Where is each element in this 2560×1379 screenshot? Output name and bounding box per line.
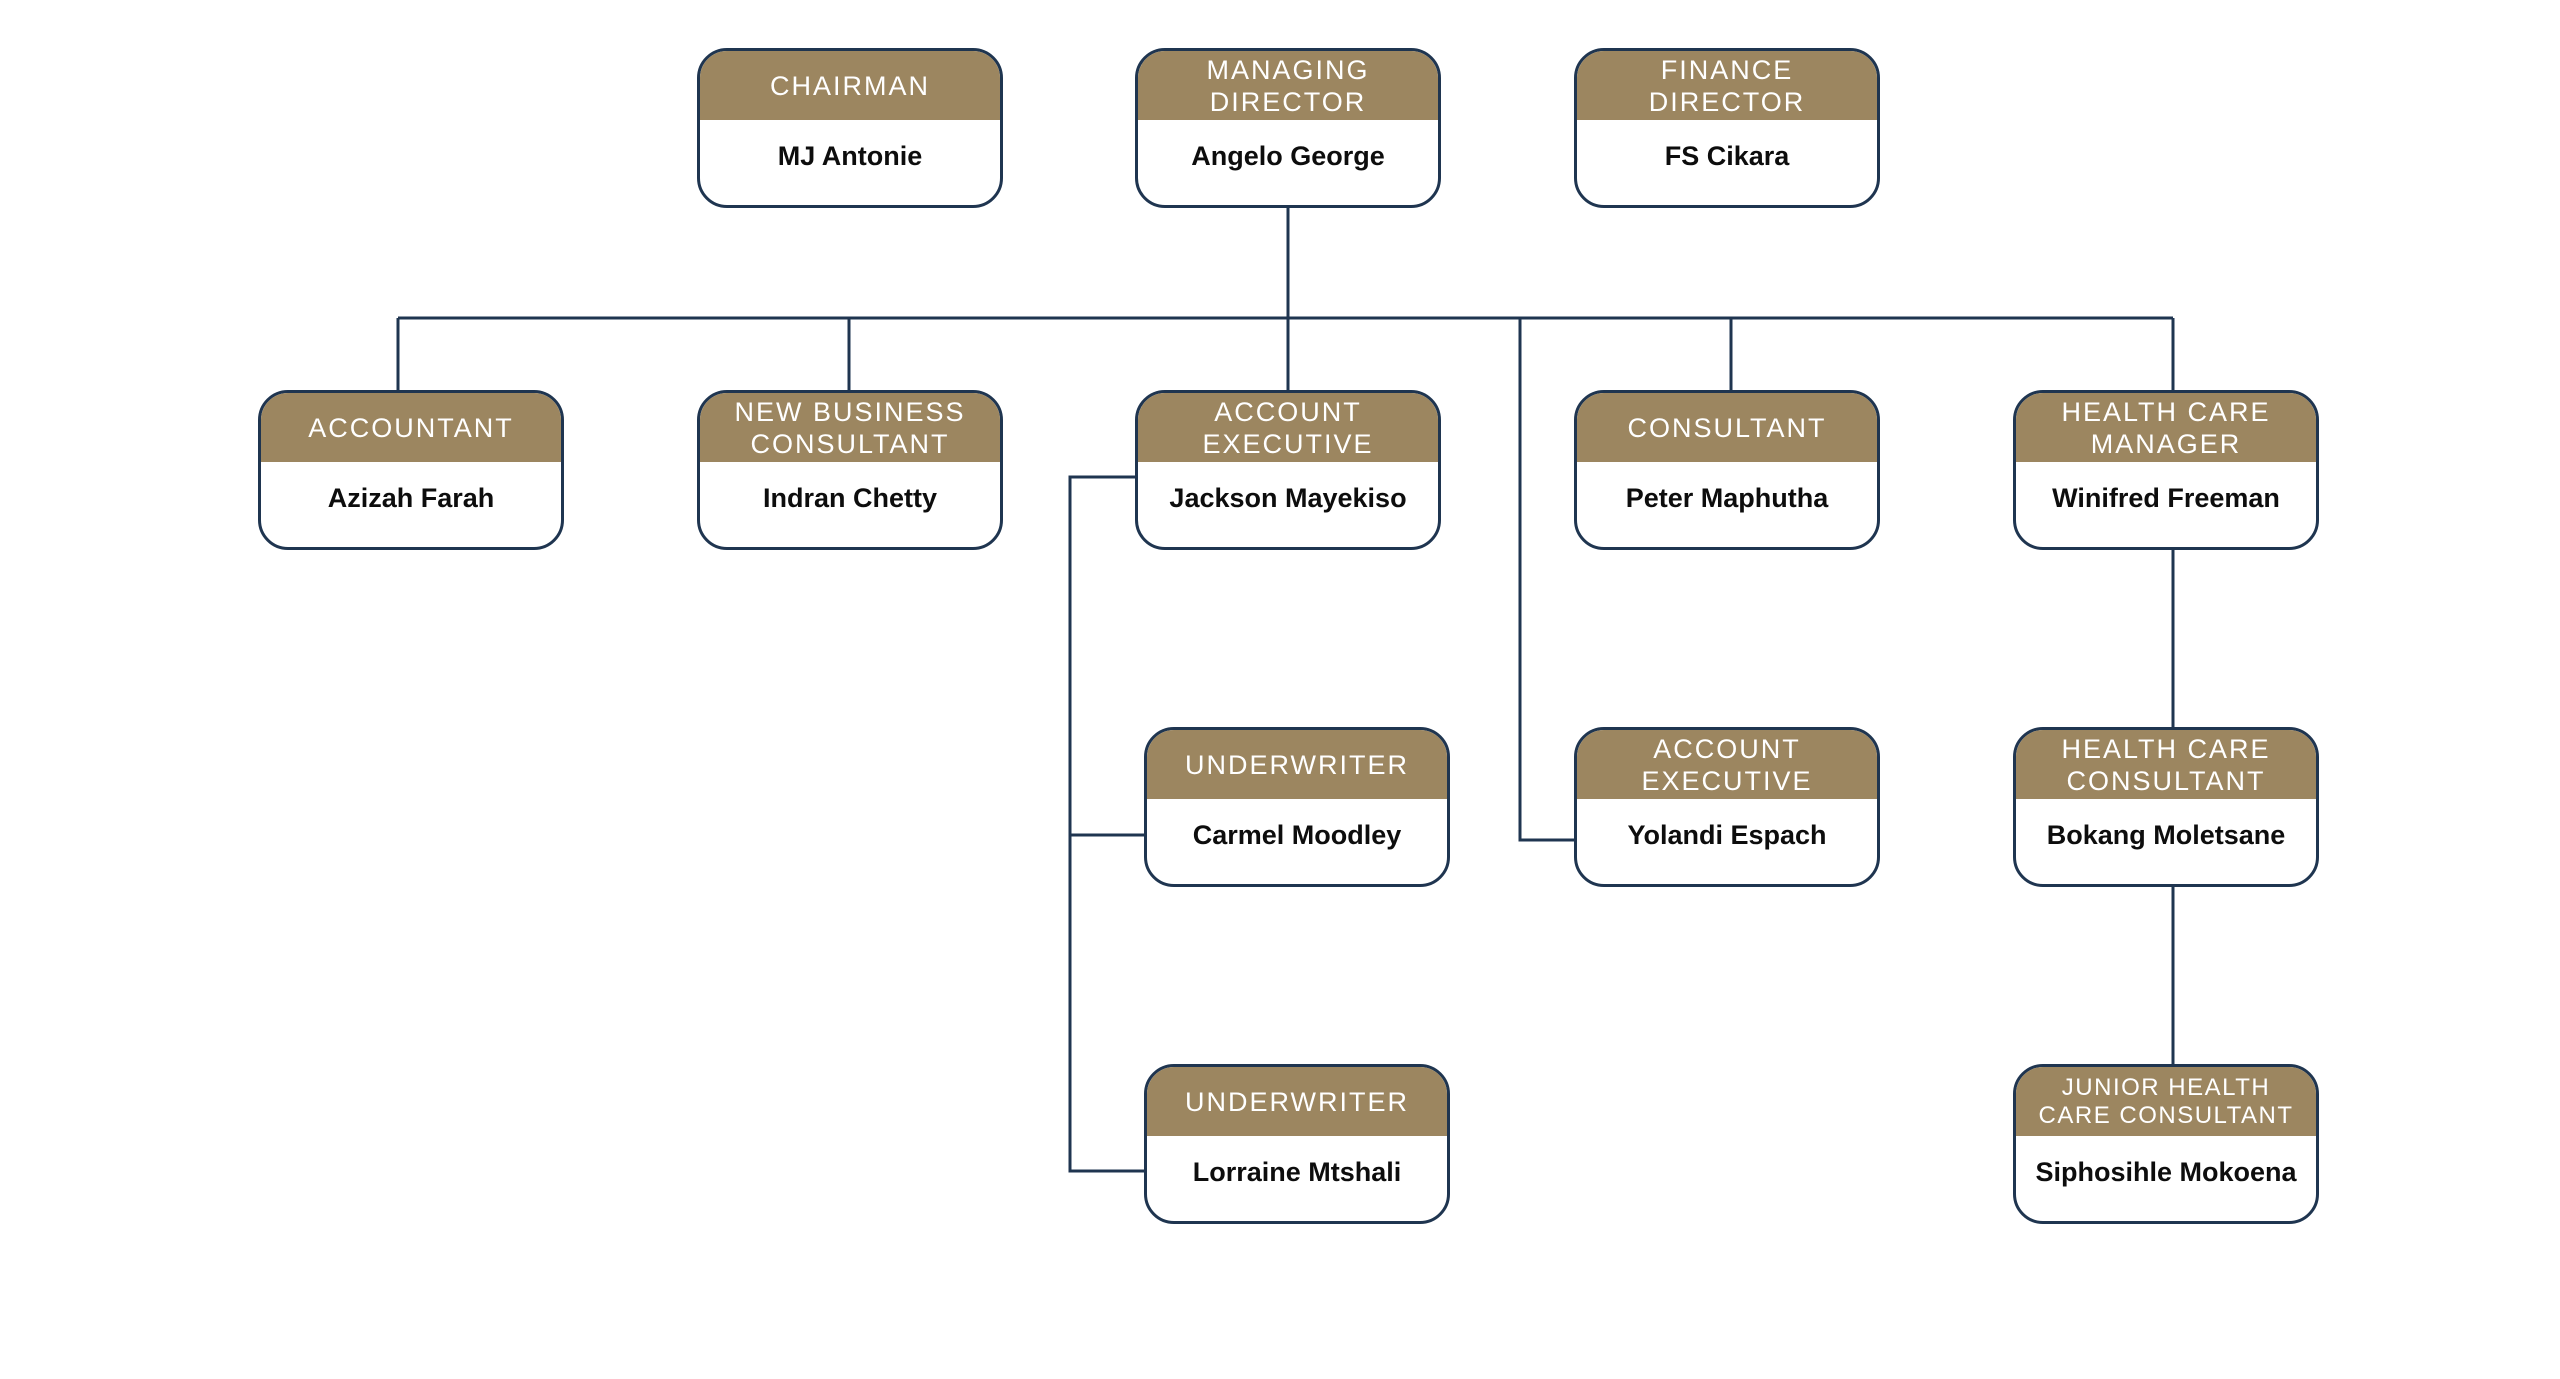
- node-title: HEALTH CARE CONSULTANT: [2016, 730, 2316, 799]
- org-node-health-care-manager: HEALTH CARE MANAGER Winifred Freeman: [2013, 390, 2319, 550]
- org-node-accountant: ACCOUNTANT Azizah Farah: [258, 390, 564, 550]
- node-title: CONSULTANT: [1577, 393, 1877, 462]
- org-node-finance-director: FINANCE DIRECTOR FS Cikara: [1574, 48, 1880, 208]
- org-node-consultant: CONSULTANT Peter Maphutha: [1574, 390, 1880, 550]
- connector-to-underwriter-1: [1068, 475, 1144, 837]
- org-node-managing-director: MANAGING DIRECTOR Angelo George: [1135, 48, 1441, 208]
- node-person-name: Angelo George: [1191, 140, 1385, 171]
- node-person-name: Lorraine Mtshali: [1192, 1156, 1402, 1187]
- org-node-underwriter-1: UNDERWRITER Carmel Moodley: [1144, 727, 1450, 887]
- org-node-junior-health-care-consultant: JUNIOR HEALTH CARE CONSULTANT Siphosihle…: [2013, 1064, 2319, 1224]
- node-title: FINANCE DIRECTOR: [1577, 51, 1877, 120]
- node-person-name: Azizah Farah: [327, 482, 495, 513]
- node-person-name: Bokang Moletsane: [2046, 819, 2286, 850]
- node-title: CHAIRMAN: [700, 51, 1000, 120]
- org-node-account-executive-1: ACCOUNT EXECUTIVE Jackson Mayekiso: [1135, 390, 1441, 550]
- node-title: ACCOUNT EXECUTIVE: [1138, 393, 1438, 462]
- node-person-name: Jackson Mayekiso: [1169, 482, 1407, 513]
- node-person-name: MJ Antonie: [777, 140, 923, 171]
- org-node-health-care-consultant: HEALTH CARE CONSULTANT Bokang Moletsane: [2013, 727, 2319, 887]
- node-title: ACCOUNT EXECUTIVE: [1577, 730, 1877, 799]
- node-person-name: Yolandi Espach: [1627, 819, 1827, 850]
- node-person-name: FS Cikara: [1664, 140, 1790, 171]
- node-person-name: Peter Maphutha: [1625, 482, 1829, 513]
- node-title: ACCOUNTANT: [261, 393, 561, 462]
- node-person-name: Winifred Freeman: [2052, 482, 2280, 513]
- org-node-new-business-consultant: NEW BUSINESS CONSULTANT Indran Chetty: [697, 390, 1003, 550]
- node-title: UNDERWRITER: [1147, 730, 1447, 799]
- node-title: UNDERWRITER: [1147, 1067, 1447, 1136]
- connector-to-underwriter-2: [1068, 835, 1144, 1173]
- org-node-chairman: CHAIRMAN MJ Antonie: [697, 48, 1003, 208]
- node-title: MANAGING DIRECTOR: [1138, 51, 1438, 120]
- org-node-underwriter-2: UNDERWRITER Lorraine Mtshali: [1144, 1064, 1450, 1224]
- node-title: NEW BUSINESS CONSULTANT: [700, 393, 1000, 462]
- node-person-name: Indran Chetty: [762, 482, 937, 513]
- connector-to-account-executive-2: [1518, 318, 1574, 842]
- node-person-name: Carmel Moodley: [1192, 819, 1402, 850]
- node-title: HEALTH CARE MANAGER: [2016, 393, 2316, 462]
- node-person-name: Siphosihle Mokoena: [2035, 1156, 2297, 1187]
- org-node-account-executive-2: ACCOUNT EXECUTIVE Yolandi Espach: [1574, 727, 1880, 887]
- node-title: JUNIOR HEALTH CARE CONSULTANT: [2016, 1067, 2316, 1136]
